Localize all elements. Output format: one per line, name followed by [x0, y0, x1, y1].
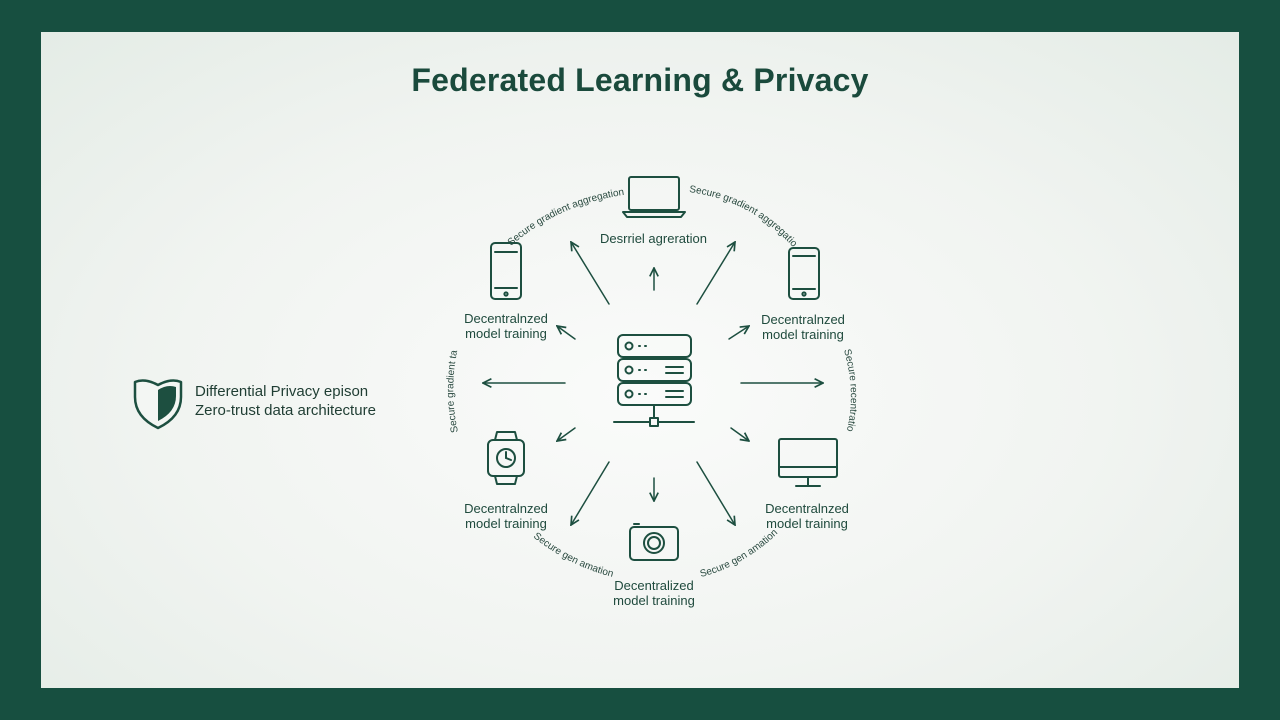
node-label-line2: model training	[465, 326, 547, 341]
camera-icon	[629, 523, 679, 561]
smartwatch-icon	[487, 431, 525, 485]
laptop-icon	[622, 176, 686, 218]
arrows	[483, 242, 823, 525]
smartphone-icon	[788, 247, 820, 300]
slide: Federated Learning & Privacy	[41, 32, 1239, 688]
shield-icon	[133, 379, 183, 430]
server-rack-icon	[613, 334, 695, 427]
federated-diagram: Secure gradient aggregation Secure gradi…	[41, 32, 859, 580]
node-label-phone-left: Decentralnzed model training	[441, 311, 571, 341]
privacy-legend: Differential Privacy epison Zero-trust d…	[195, 382, 376, 420]
arrow-bottom-left	[571, 461, 610, 525]
node-label-line2: model training	[766, 516, 848, 531]
node-label-line1: Decentralnzed	[464, 311, 548, 326]
arc-label-bottom-left: Secure gen amation	[531, 531, 614, 580]
arrow-top-left	[571, 242, 610, 305]
arrow-lower-right	[730, 427, 749, 441]
legend-line2: Zero-trust data architecture	[195, 402, 376, 419]
node-label-line2: model training	[465, 516, 547, 531]
arc-label-top-right: Secure gradient aggregation	[41, 32, 799, 250]
monitor-icon	[778, 438, 838, 487]
arrow-lower-left	[557, 427, 576, 441]
arrow-top-right	[696, 242, 735, 305]
node-label-line2: model training	[613, 593, 695, 608]
node-label-line1: Decentralnzed	[765, 501, 849, 516]
node-label-line1: Decentralnzed	[761, 312, 845, 327]
node-label-monitor: Decentralnzed model training	[742, 501, 872, 531]
node-label-watch: Decentralnzed model training	[441, 501, 571, 531]
node-label-line1: Decentralnzed	[464, 501, 548, 516]
top-aggregation-label: Desrriel agreration	[600, 231, 707, 246]
arrow-upper-right	[728, 326, 749, 340]
node-label-line1: Decentralized	[614, 578, 694, 593]
node-label-camera: Decentralized model training	[589, 578, 719, 608]
node-label-phone-right: Decentralnzed model training	[738, 312, 868, 342]
slide-title: Federated Learning & Privacy	[411, 62, 869, 98]
node-label-line2: model training	[762, 327, 844, 342]
arc-label-left: Secure gradient tation	[41, 32, 461, 434]
smartphone-icon	[490, 242, 522, 300]
arrow-bottom-right	[696, 461, 735, 525]
arrow-upper-left	[557, 326, 576, 340]
arc-label-bottom-right: Secure gen amation	[699, 527, 780, 580]
legend-line1: Differential Privacy epison	[195, 383, 369, 400]
